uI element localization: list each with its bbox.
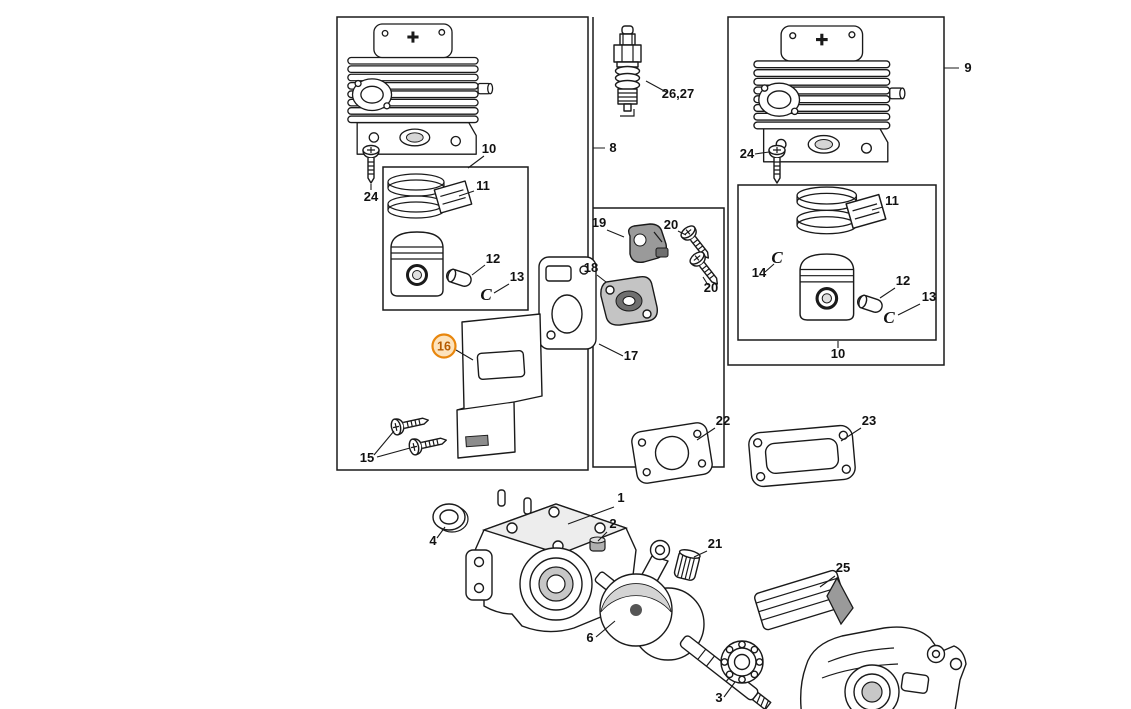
piston-kit-box-left [382,166,529,311]
callout-12-left[interactable]: 12 [486,251,500,266]
baffle-plate-16 [456,313,543,459]
crankcase-half-bottom-right [799,626,967,709]
callout-25[interactable]: 25 [836,560,850,575]
callout-12-right[interactable]: 12 [896,273,910,288]
highlighted-callout-16[interactable]: 16 [431,333,457,359]
ball-bearing-3 [720,640,764,684]
cylinder-left [346,22,495,156]
callout-13-left[interactable]: 13 [510,269,524,284]
gasket-22 [631,422,713,484]
callout-6[interactable]: 6 [586,630,593,645]
circlip-symbol-left: C [480,285,492,304]
callout-26-27[interactable]: 26,27 [662,86,695,101]
callout-4[interactable]: 4 [429,533,437,548]
spark-plug [613,25,642,117]
plug-2 [589,536,606,552]
callout-8[interactable]: 8 [609,140,616,155]
leader-lines [370,67,959,698]
screw-15-b [407,431,449,457]
crankshaft-6 [594,539,772,709]
assembly-box-right [727,16,945,366]
oil-seal-4 [432,503,469,533]
callout-10-left[interactable]: 10 [482,141,496,156]
callout-10-right[interactable]: 10 [831,346,845,361]
callout-14[interactable]: 14 [752,265,767,280]
callout-20-lower[interactable]: 20 [704,280,718,295]
callout-3[interactable]: 3 [715,690,722,705]
highlight-circle[interactable] [431,333,457,359]
callout-22[interactable]: 22 [716,413,730,428]
callout-11-left[interactable]: 11 [476,178,490,193]
callout-2[interactable]: 2 [609,516,616,531]
circlip-symbol-right-upper: C [771,248,783,267]
callout-18[interactable]: 18 [584,260,598,275]
callout-23[interactable]: 23 [862,413,876,428]
callout-11-right[interactable]: 11 [885,193,899,208]
callout-13-right[interactable]: 13 [922,289,936,304]
crankcase-1 [465,489,637,633]
bracket-19 [627,223,669,264]
gasket-23 [748,424,856,488]
callout-16[interactable]: 16 [437,340,451,354]
wrist-pin-right [855,293,885,315]
callout-21[interactable]: 21 [708,536,722,551]
spacer-18 [600,275,658,326]
callout-20-upper[interactable]: 20 [664,217,678,232]
piston-right [798,252,856,322]
louver-25 [754,569,854,631]
callout-1[interactable]: 1 [617,490,624,505]
cylinder-right [752,24,907,164]
assembly-box-left [336,16,589,471]
piston-kit-box-right [737,184,937,341]
needle-bearing-21 [673,549,701,581]
gasket-17 [538,256,597,350]
wrist-pin-left [444,267,474,289]
callout-24-right[interactable]: 24 [740,146,755,161]
callout-24-left[interactable]: 24 [364,189,379,204]
callout-9[interactable]: 9 [964,60,971,75]
piston-left [389,230,445,298]
screw-24-right [768,144,786,184]
callout-15[interactable]: 15 [360,450,374,465]
screw-15-a [389,411,431,437]
screw-24-left [362,144,380,184]
callout-19[interactable]: 19 [592,215,606,230]
circlip-symbol-right-lower: C [883,308,895,327]
callout-17[interactable]: 17 [624,348,638,363]
